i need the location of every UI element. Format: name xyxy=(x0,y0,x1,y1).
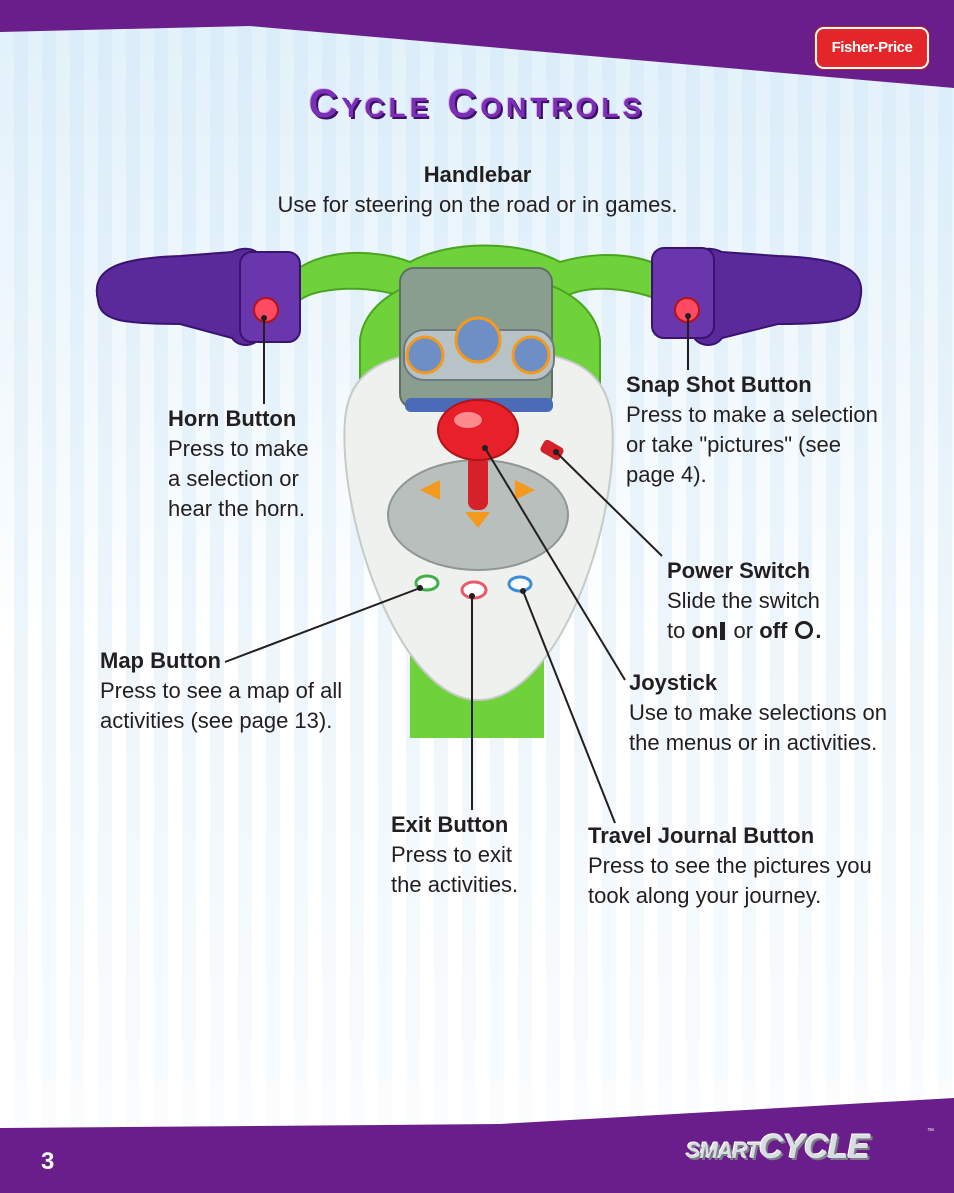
callout-joystick: Joystick Use to make selections on the m… xyxy=(629,668,929,758)
top-banner xyxy=(0,0,954,88)
left-grip-end xyxy=(239,251,301,343)
travel-dot xyxy=(520,588,526,594)
callout-map-button: Map Button Press to see a map of all act… xyxy=(100,646,380,736)
power-dot xyxy=(553,449,559,455)
horn-button-shape xyxy=(253,297,279,323)
callout-body: Press to make a selection or hear the ho… xyxy=(168,436,309,521)
callout-body: Press to see the pictures you took along… xyxy=(588,853,872,908)
page-title: Cycle Controls xyxy=(308,82,646,126)
left-gauge xyxy=(405,335,445,375)
leader-lines xyxy=(224,316,689,824)
right-gauge xyxy=(511,335,551,375)
map-dot xyxy=(417,585,423,591)
leader-dots xyxy=(261,313,691,599)
callout-body: Use to make selections on the menus or i… xyxy=(629,700,888,755)
callout-body: Press to exit the activities. xyxy=(391,842,519,897)
map-leader xyxy=(224,587,421,663)
callout-heading: Snap Shot Button xyxy=(626,372,812,397)
cycle-logo-text: CYCLE xyxy=(758,1128,870,1166)
callout-heading: Handlebar xyxy=(423,162,532,187)
callout-travel-journal-button: Travel Journal Button Press to see the p… xyxy=(588,821,918,911)
callout-heading: Map Button xyxy=(100,648,221,673)
callout-horn-button: Horn Button Press to make a selection or… xyxy=(168,404,338,524)
power-or: or xyxy=(733,618,754,643)
cycle-illustration xyxy=(95,244,863,738)
travel-leader xyxy=(522,590,616,824)
power-to: to xyxy=(667,618,686,643)
snap-dot xyxy=(685,313,691,319)
fisher-price-logo: Fisher-Price xyxy=(815,27,929,69)
smart-logo-text: SMART xyxy=(686,1138,760,1163)
arrow-down xyxy=(465,512,490,528)
power-period: . xyxy=(815,618,822,643)
travel-button-shape xyxy=(507,575,533,593)
arrow-left xyxy=(420,480,440,500)
callout-handlebar: Handlebar Use for steering on the road o… xyxy=(240,160,715,220)
callout-heading: Travel Journal Button xyxy=(588,823,815,848)
power-off-label: off xyxy=(759,618,788,643)
callout-snap-shot-button: Snap Shot Button Press to make a selecti… xyxy=(626,370,926,490)
callout-exit-button: Exit Button Press to exit the activities… xyxy=(391,810,571,900)
callout-body: Slide the switch xyxy=(667,588,820,613)
callout-heading: Power Switch xyxy=(667,558,811,583)
callout-body: Press to make a selection or take "pictu… xyxy=(626,402,878,487)
exit-dot xyxy=(469,593,475,599)
joystick-stick xyxy=(468,455,488,510)
right-grip xyxy=(691,247,863,346)
arrow-right xyxy=(515,480,535,500)
off-symbol-icon xyxy=(795,621,814,639)
joystick-leader xyxy=(484,447,626,681)
callout-body-line2: to on or off . xyxy=(667,616,927,646)
power-on-label: on xyxy=(691,618,719,643)
callout-heading: Horn Button xyxy=(168,406,297,431)
horn-dot xyxy=(261,315,267,321)
center-gauge xyxy=(454,316,502,364)
callout-heading: Joystick xyxy=(629,670,718,695)
bottom-banner xyxy=(0,1098,954,1193)
joystick-dot xyxy=(482,445,488,451)
trademark-symbol: ™ xyxy=(927,1128,934,1135)
joystick-knob xyxy=(437,399,519,461)
callout-body: Press to see a map of all activities (se… xyxy=(100,678,343,733)
joystick-highlight xyxy=(454,412,482,428)
power-leader xyxy=(555,451,663,557)
on-symbol-icon xyxy=(720,622,726,640)
right-grip-end xyxy=(651,247,715,339)
left-grip xyxy=(95,247,263,346)
smart-cycle-logo: SMARTCYCLE xyxy=(686,1128,870,1167)
callout-power-switch: Power Switch Slide the switch to on or o… xyxy=(667,556,927,646)
callout-heading: Exit Button xyxy=(391,812,509,837)
callout-body: Use for steering on the road or in games… xyxy=(277,192,678,217)
page-number: 3 xyxy=(41,1148,55,1175)
